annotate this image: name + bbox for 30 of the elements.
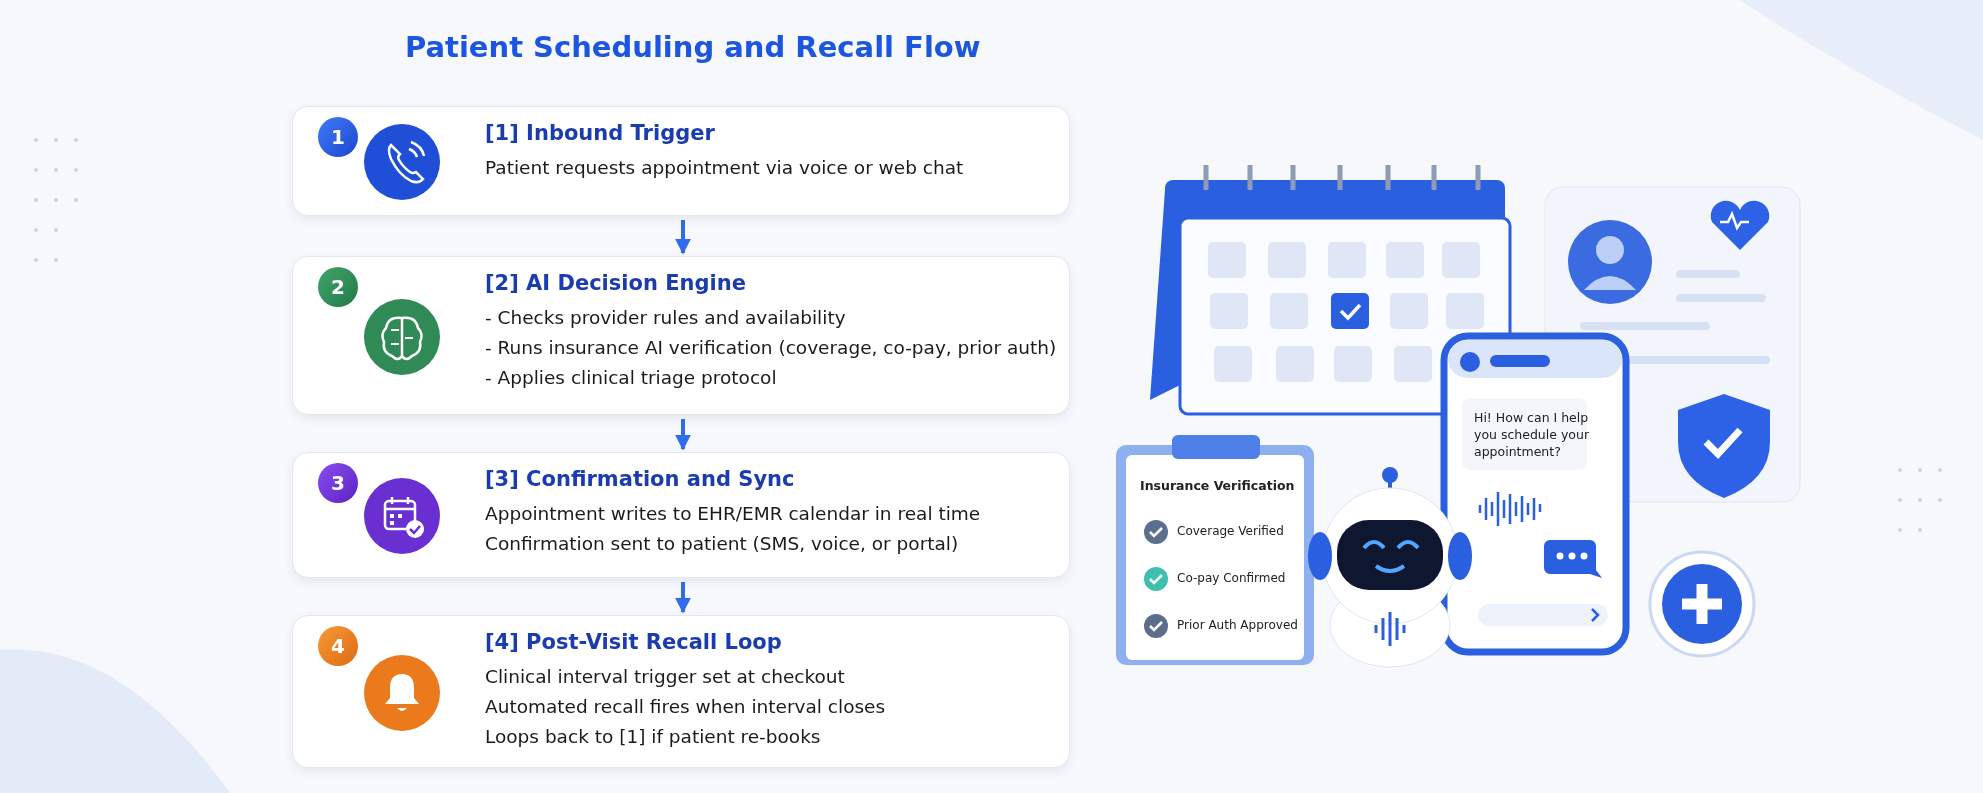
step-description: Loops back to [1] if patient re-books [485, 726, 821, 747]
checklist-item: Coverage Verified [1177, 524, 1284, 538]
step-description: Confirmation sent to patient (SMS, voice, or portal) [485, 533, 959, 554]
step-number-badge: 1 [318, 117, 358, 157]
step-description: Patient requests appointment via voice or web chat [485, 157, 964, 178]
step-card [292, 615, 1070, 768]
step-description: - Checks provider rules and availability [485, 307, 846, 328]
step-description: - Applies clinical triage protocol [485, 367, 777, 388]
arrow [675, 582, 691, 614]
step-description: Clinical interval trigger set at checkout [485, 666, 845, 687]
step-description: - Runs insurance AI verification (coverage, co-pay, prior auth) [485, 337, 1057, 358]
checklist-item: Co-pay Confirmed [1177, 571, 1286, 585]
step-heading: [3] Confirmation and Sync [485, 467, 795, 491]
arrow [675, 220, 691, 255]
checklist-title: Insurance Verification [1140, 478, 1295, 493]
step-number-badge: 3 [318, 463, 358, 503]
step-card [292, 256, 1070, 415]
step-description: Appointment writes to EHR/EMR calendar in real time [485, 503, 981, 524]
step-number-badge: 2 [318, 267, 358, 307]
arrow [675, 419, 691, 451]
step-description: Automated recall fires when interval closes [485, 696, 886, 717]
step-heading: [1] Inbound Trigger [485, 121, 715, 145]
step-heading: [4] Post-Visit Recall Loop [485, 630, 782, 654]
step-card [292, 106, 1070, 216]
checklist-item: Prior Auth Approved [1177, 618, 1298, 632]
step-number-badge: 4 [318, 626, 358, 666]
chat-message: Hi! How can I help you schedule your appointment? [1474, 410, 1591, 461]
step-heading: [2] AI Decision Engine [485, 271, 746, 295]
step-card [292, 452, 1070, 578]
diagram-title: Patient Scheduling and Recall Flow [405, 30, 981, 64]
